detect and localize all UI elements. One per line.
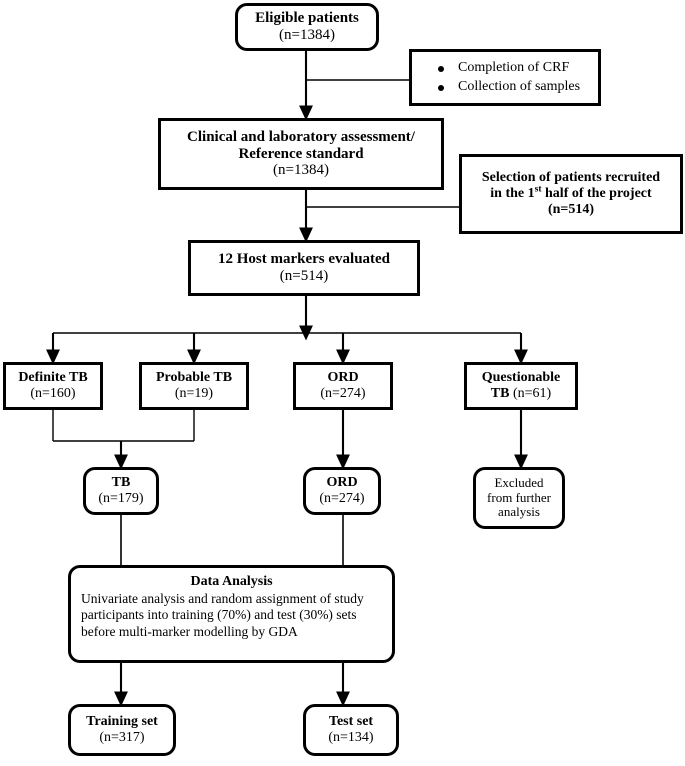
- node-selection-ordinal-suffix: st: [534, 184, 542, 195]
- node-data-analysis-title: Data Analysis: [190, 574, 273, 589]
- node-selection-of-patients: Selection of patients recruited in the 1…: [459, 154, 683, 234]
- node-crf-tasks: Completion of CRF Collection of samples: [409, 49, 601, 106]
- node-tb-merged: TB (n=179): [83, 467, 159, 515]
- node-ord-merged-count: (n=274): [319, 491, 365, 506]
- node-test-set-count: (n=134): [328, 730, 374, 745]
- node-ord-top-count: (n=274): [320, 386, 366, 401]
- node-excluded: Excluded from further analysis: [473, 467, 565, 529]
- node-definite-tb-count: (n=160): [30, 386, 76, 401]
- node-selection-line2-a: in the 1: [490, 186, 535, 202]
- node-selection-count: (n=514): [547, 201, 595, 217]
- node-data-analysis-body: Univariate analysis and random assignmen…: [81, 590, 364, 639]
- node-ord-top-title: ORD: [327, 370, 359, 386]
- node-questionable-tb-line2: TB (n=61): [491, 386, 551, 402]
- node-training-set-count: (n=317): [99, 730, 145, 745]
- node-clinical-count: (n=1384): [273, 162, 329, 179]
- node-excluded-line3: analysis: [498, 504, 540, 520]
- node-selection-line2: in the 1st half of the project: [490, 184, 652, 202]
- node-tb-merged-title: TB: [111, 475, 131, 491]
- node-training-set: Training set (n=317): [68, 704, 176, 756]
- node-eligible-count: (n=1384): [279, 27, 335, 43]
- node-definite-tb: Definite TB (n=160): [3, 362, 103, 410]
- node-selection-line2-b: half of the project: [541, 186, 652, 202]
- node-test-set: Test set (n=134): [303, 704, 399, 756]
- node-questionable-tb: Questionable TB (n=61): [464, 362, 578, 410]
- node-definite-tb-title: Definite TB: [18, 370, 88, 386]
- node-probable-tb-title: Probable TB: [155, 370, 233, 386]
- node-excluded-line1: Excluded: [494, 475, 544, 491]
- node-probable-tb: Probable TB (n=19): [139, 362, 249, 410]
- node-clinical-line2: Reference standard: [238, 145, 364, 162]
- node-questionable-tb-line1: Questionable: [481, 370, 561, 386]
- node-ord-merged: ORD (n=274): [303, 467, 381, 515]
- node-markers-count: (n=514): [279, 268, 329, 284]
- crf-task-item: Completion of CRF: [436, 59, 616, 78]
- node-markers-title: 12 Host markers evaluated: [217, 251, 391, 268]
- crf-task-item: Collection of samples: [436, 78, 616, 97]
- node-eligible-patients: Eligible patients (n=1384): [235, 3, 379, 51]
- node-questionable-tb-label: TB: [490, 386, 510, 401]
- node-ord-merged-title: ORD: [326, 475, 358, 491]
- node-ord-top: ORD (n=274): [293, 362, 393, 410]
- node-host-markers: 12 Host markers evaluated (n=514): [188, 240, 420, 296]
- node-probable-tb-count: (n=19): [174, 386, 214, 401]
- node-excluded-line2: from further: [487, 489, 551, 505]
- node-tb-merged-count: (n=179): [98, 491, 144, 506]
- node-eligible-title: Eligible patients: [255, 10, 359, 27]
- node-selection-line1: Selection of patients recruited: [481, 170, 661, 186]
- crf-task-list: Completion of CRF Collection of samples: [418, 59, 616, 97]
- node-clinical-assessment: Clinical and laboratory assessment/ Refe…: [158, 118, 444, 190]
- node-clinical-line1: Clinical and laboratory assessment/: [187, 128, 415, 145]
- node-test-set-title: Test set: [328, 714, 374, 730]
- node-training-set-title: Training set: [86, 714, 158, 730]
- node-data-analysis: Data Analysis Univariate analysis and ra…: [68, 565, 395, 663]
- node-questionable-tb-count: (n=61): [509, 386, 552, 401]
